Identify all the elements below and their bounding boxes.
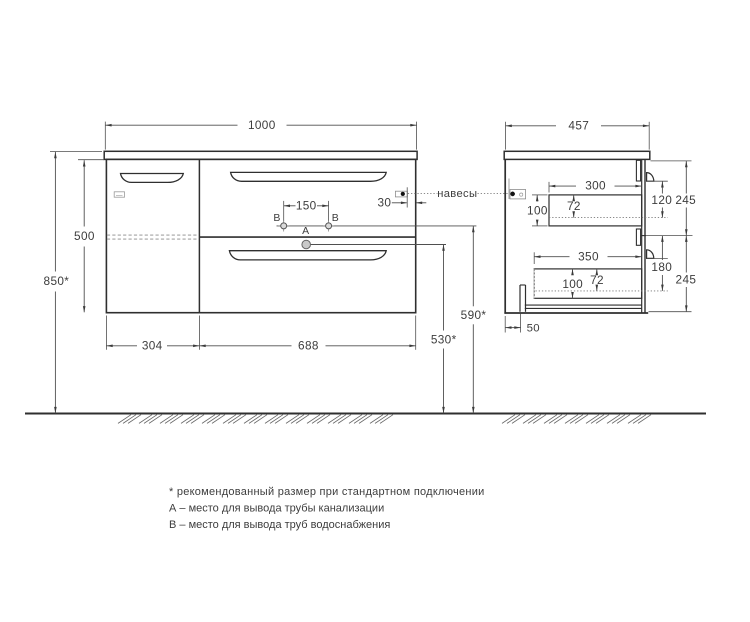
svg-text:В – место для вывода труб водо: В – место для вывода труб водоснабжения <box>169 519 390 531</box>
svg-text:457: 457 <box>568 118 589 132</box>
svg-text:500: 500 <box>74 229 95 243</box>
svg-text:100: 100 <box>562 277 583 291</box>
svg-text:72: 72 <box>590 273 604 287</box>
svg-text:50: 50 <box>527 322 540 334</box>
svg-text:150: 150 <box>296 198 317 212</box>
svg-text:300: 300 <box>585 179 606 193</box>
svg-text:304: 304 <box>142 338 163 352</box>
svg-text:180: 180 <box>651 260 672 274</box>
svg-text:А – место для вывода трубы кан: А – место для вывода трубы канализации <box>169 503 384 515</box>
svg-text:590*: 590* <box>461 308 487 322</box>
svg-text:30: 30 <box>377 195 391 209</box>
svg-text:А: А <box>302 225 309 237</box>
svg-text:* рекомендованный размер при с: * рекомендованный размер при стандартном… <box>169 486 485 498</box>
svg-text:530*: 530* <box>431 332 457 346</box>
svg-text:В: В <box>273 212 280 224</box>
svg-text:688: 688 <box>298 338 319 352</box>
svg-text:100: 100 <box>527 204 548 218</box>
svg-text:1000: 1000 <box>248 118 276 132</box>
svg-text:навесы: навесы <box>437 188 477 200</box>
svg-text:245: 245 <box>676 272 697 286</box>
svg-text:120: 120 <box>651 193 672 207</box>
svg-text:850*: 850* <box>44 274 70 288</box>
svg-text:72: 72 <box>567 199 581 213</box>
svg-text:В: В <box>332 212 339 224</box>
svg-text:350: 350 <box>578 249 599 263</box>
svg-text:245: 245 <box>675 193 696 207</box>
